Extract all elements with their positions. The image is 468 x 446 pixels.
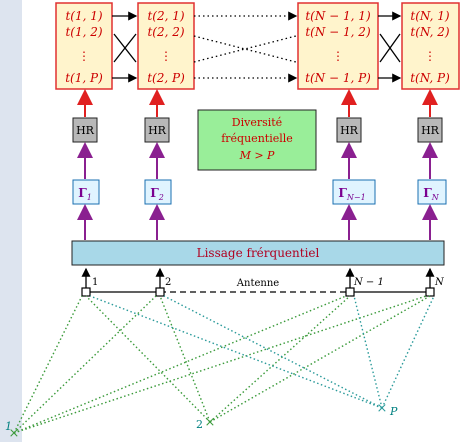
- t-block-n-minus-1-dots: ⋮: [332, 49, 344, 63]
- t-block-1-dots: ⋮: [78, 49, 90, 63]
- path-2-n1: [209, 295, 351, 423]
- source-p-label: P: [389, 405, 398, 418]
- hr-to-block-arrows: [77, 89, 438, 117]
- left-band: [0, 0, 22, 442]
- paths-source-p: [89, 295, 435, 409]
- diversity-line-2: fréquentielle: [221, 132, 293, 145]
- t-block-1-second: t(1, 2): [65, 25, 102, 39]
- t-block-1-frame: [55, 2, 113, 90]
- source-1-marker: ×: [9, 426, 20, 441]
- path-1-1: [13, 295, 83, 434]
- sensor-1-label: 1: [92, 277, 98, 288]
- t-block-1-top: t(1, 1): [65, 9, 102, 23]
- paths-source-2: [85, 295, 431, 423]
- hr-box-n1: [336, 117, 362, 143]
- t-block-n-minus-1-frame: [297, 2, 379, 90]
- t-block-n-minus-1-bottom: t(N − 1, P): [305, 71, 371, 85]
- gamma-box-1-label: Γ1: [78, 186, 92, 202]
- gamma-box-n1: [332, 179, 376, 205]
- t-block-1-bottom: t(1, P): [65, 71, 103, 85]
- gamma-box-n: [417, 179, 447, 205]
- t-block-n-minus-1: t(N − 1, 1) t(N − 1, 2) ⋮ t(N − 1, P): [297, 2, 379, 90]
- source-1-label: 1: [5, 420, 12, 433]
- hr-box-1-label: HR: [76, 124, 95, 137]
- diversity-line-1: Diversité: [232, 116, 282, 129]
- diversity-box: Diversité fréquentielle M > P: [197, 109, 317, 171]
- gamma-box-2: [144, 179, 172, 205]
- smoothing-label: Lissage frérquentiel: [197, 246, 320, 260]
- t-block-n-dots: ⋮: [424, 49, 436, 63]
- sensor-to-smoothing-arrows: [81, 267, 435, 290]
- path-2-1: [85, 295, 211, 423]
- path-2-n: [209, 295, 431, 423]
- link-1-2-cross-b: [113, 33, 137, 63]
- hr-box-1: [72, 117, 98, 143]
- source-2-marker: ×: [205, 415, 216, 430]
- link-2-n1-cross-a: [193, 35, 297, 63]
- sensor-1: [81, 287, 91, 297]
- t-block-n-frame: [401, 2, 460, 90]
- block-links-n1-n: [378, 11, 402, 83]
- block-links-1-2: [112, 11, 138, 83]
- block-links-2-n1: [193, 11, 298, 83]
- sensor-n: [425, 287, 435, 297]
- sources: × 1 × 2 × P: [5, 401, 398, 441]
- t-block-n-bottom: t(N, P): [410, 71, 450, 85]
- t-block-2-frame: [137, 2, 195, 90]
- path-1-2: [13, 295, 157, 434]
- propagation-paths: [13, 295, 435, 434]
- link-2-n1-cross-b: [193, 35, 297, 63]
- t-block-2-second: t(2, 2): [147, 25, 184, 39]
- path-p-n1: [353, 295, 383, 409]
- t-block-n-top: t(N, 1): [410, 9, 450, 23]
- path-2-2: [159, 295, 211, 423]
- link-n1-n-cross-b: [379, 33, 401, 63]
- t-block-2-top: t(2, 1): [147, 9, 184, 23]
- sensor-2: [155, 287, 165, 297]
- smoothing-box-frame: [71, 240, 445, 266]
- smoothing-to-gamma-arrows: [77, 204, 438, 240]
- gamma-box-2-label: Γ2: [150, 186, 164, 202]
- smoothing-box: Lissage frérquentiel: [71, 240, 445, 266]
- gamma-to-hr-arrows: [77, 142, 438, 179]
- hr-box-2-label: HR: [148, 124, 167, 137]
- antenna-label: Antenne: [236, 278, 279, 289]
- t-block-2: t(2, 1) t(2, 2) ⋮ t(2, P): [137, 2, 195, 90]
- t-block-n-minus-1-second: t(N − 1, 2): [305, 25, 371, 39]
- hr-box-2: [144, 117, 170, 143]
- hr-box-n1-label: HR: [340, 124, 359, 137]
- t-block-1: t(1, 1) t(1, 2) ⋮ t(1, P): [55, 2, 113, 90]
- sensor-n1-label: N − 1: [353, 277, 384, 288]
- t-block-n-minus-1-top: t(N − 1, 1): [305, 9, 371, 23]
- t-block-2-bottom: t(2, P): [147, 71, 185, 85]
- gamma-box-1: [72, 179, 100, 205]
- antenna: 1 2 N − 1 N Antenne: [81, 277, 445, 297]
- hr-box-n-label: HR: [421, 124, 440, 137]
- source-2-label: 2: [196, 418, 203, 431]
- hr-boxes: HR HR HR HR: [72, 117, 443, 143]
- gamma-box-n-label: ΓN: [423, 186, 440, 202]
- path-p-2: [163, 295, 383, 409]
- t-block-n: t(N, 1) t(N, 2) ⋮ t(N, P): [401, 2, 460, 90]
- gamma-box-n1-label: ΓN−1: [338, 186, 365, 202]
- t-block-2-dots: ⋮: [160, 49, 172, 63]
- sensor-n1: [345, 287, 355, 297]
- path-p-1: [89, 295, 383, 409]
- t-block-n-second: t(N, 2): [410, 25, 450, 39]
- sensor-2-label: 2: [165, 277, 171, 288]
- gamma-boxes: Γ1 Γ2 ΓN−1 ΓN: [72, 179, 447, 205]
- path-1-n: [13, 295, 427, 434]
- path-p-n: [381, 295, 435, 409]
- sensor-n-label: N: [434, 277, 445, 288]
- diversity-line-3: M > P: [239, 149, 275, 162]
- paths-source-1: [13, 295, 427, 434]
- diversity-box-frame: [197, 109, 317, 171]
- source-p-marker: ×: [377, 401, 388, 416]
